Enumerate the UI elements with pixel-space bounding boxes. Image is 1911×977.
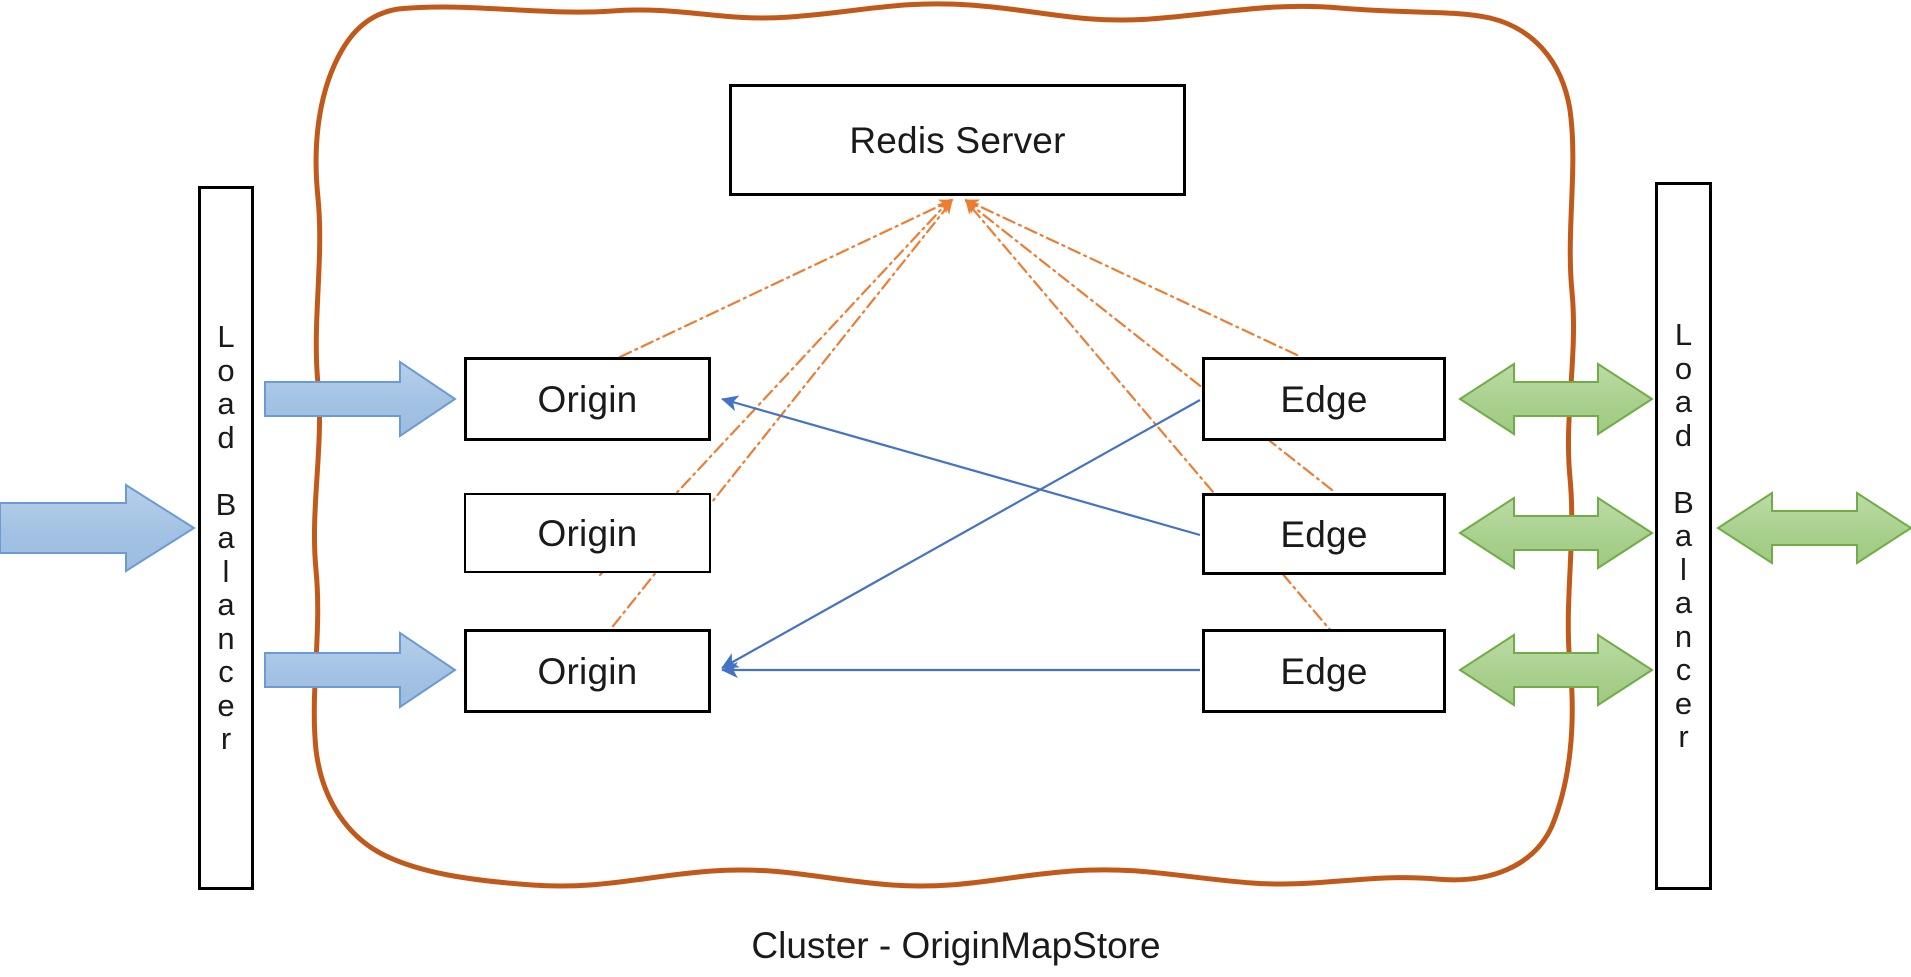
edge-to-origin-links — [721, 395, 1201, 679]
arrow-edge-1-to-right-lb — [1458, 362, 1654, 436]
edge-node-3[interactable]: Edge — [1202, 629, 1446, 713]
link-edge-1-to-origin-3 — [721, 399, 1201, 669]
redis-server-node[interactable]: Redis Server — [729, 84, 1186, 196]
edge-label-2: Edge — [1280, 513, 1368, 555]
link-edge-2-to-origin-1 — [721, 395, 1201, 537]
left-load-balancer-label: L o a d B a l a n c e r — [215, 319, 237, 757]
right-load-balancer[interactable]: L o a d B a l a n c e r — [1655, 182, 1712, 890]
edge-node-1[interactable]: Edge — [1202, 357, 1446, 441]
origin-label-1: Origin — [537, 378, 638, 420]
arrow-left-lb-to-origin-1 — [264, 360, 457, 438]
left-load-balancer[interactable]: L o a d B a l a n c e r — [198, 186, 254, 890]
green-block-arrows — [1458, 362, 1911, 707]
arrow-right-lb-to-external — [1716, 491, 1911, 565]
origin-node-1[interactable]: Origin — [464, 357, 711, 441]
arrow-left-lb-to-origin-3 — [264, 631, 457, 709]
edge-label-1: Edge — [1280, 378, 1368, 420]
origin-node-3[interactable]: Origin — [464, 629, 711, 713]
arrow-external-to-left-lb — [0, 483, 196, 573]
origin-node-2[interactable]: Origin — [464, 493, 711, 573]
redis-link-origin-3 — [596, 199, 954, 647]
origin-label-3: Origin — [537, 650, 638, 692]
blue-block-arrows — [0, 360, 457, 709]
cluster-boundary — [311, 1, 1576, 889]
edge-label-3: Edge — [1280, 650, 1368, 692]
right-load-balancer-label: L o a d B a l a n c e r — [1673, 317, 1694, 755]
origin-label-2: Origin — [537, 512, 638, 554]
edge-node-2[interactable]: Edge — [1202, 493, 1446, 575]
redis-server-label: Redis Server — [849, 119, 1066, 161]
cluster-caption: Cluster - OriginMapStore — [751, 925, 1161, 966]
redis-link-edge-1 — [964, 198, 1299, 357]
arrow-edge-3-to-right-lb — [1458, 633, 1654, 707]
arrow-edge-2-to-right-lb — [1458, 496, 1654, 570]
redis-link-edge-2 — [964, 199, 1334, 492]
redis-link-origin-2 — [598, 198, 952, 577]
redis-link-origin-1 — [618, 198, 954, 359]
